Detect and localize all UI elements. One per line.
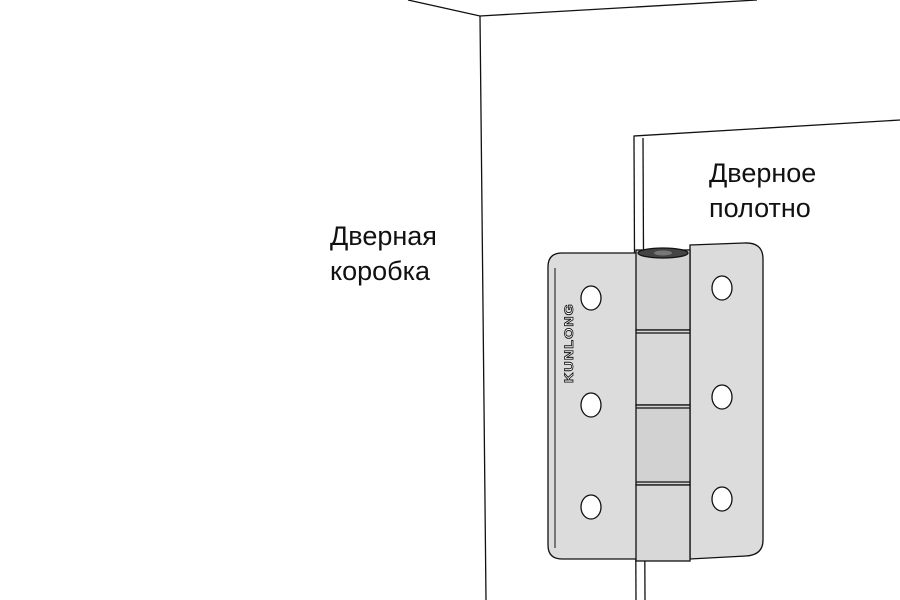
hinge-knuckle-top	[635, 249, 691, 331]
door-frame-top-edge	[407, 0, 758, 17]
hinge: KUNLONG	[547, 242, 764, 562]
hinge-knuckle-middle-lower	[635, 404, 691, 486]
screw-hole	[580, 494, 602, 520]
hinge-brand-text: KUNLONG	[562, 303, 576, 383]
screw-hole	[711, 384, 733, 410]
door-frame-label-line-2: коробка	[330, 256, 431, 286]
hinge-knuckle-middle-upper	[635, 329, 691, 406]
screw-hole	[580, 285, 602, 311]
screw-hole	[711, 486, 733, 512]
hinge-pin-core	[654, 250, 672, 256]
door-frame-label-line-1: Дверная	[330, 221, 437, 251]
hinge-right-holes	[711, 275, 733, 512]
hinge-knuckle-bottom	[635, 484, 691, 562]
screw-hole	[580, 392, 602, 418]
door-leaf-label-line-1: Дверное	[709, 158, 817, 188]
hinge-left-holes	[580, 285, 602, 520]
door-frame-front-edge	[479, 15, 487, 600]
door-leaf-label: Дверное полотно	[709, 156, 816, 226]
door-frame	[407, 0, 758, 600]
door-leaf-top-edge	[633, 119, 900, 140]
door-leaf-label-line-2: полотно	[709, 193, 811, 223]
screw-hole	[711, 275, 733, 301]
door-frame-label: Дверная коробка	[330, 219, 437, 289]
